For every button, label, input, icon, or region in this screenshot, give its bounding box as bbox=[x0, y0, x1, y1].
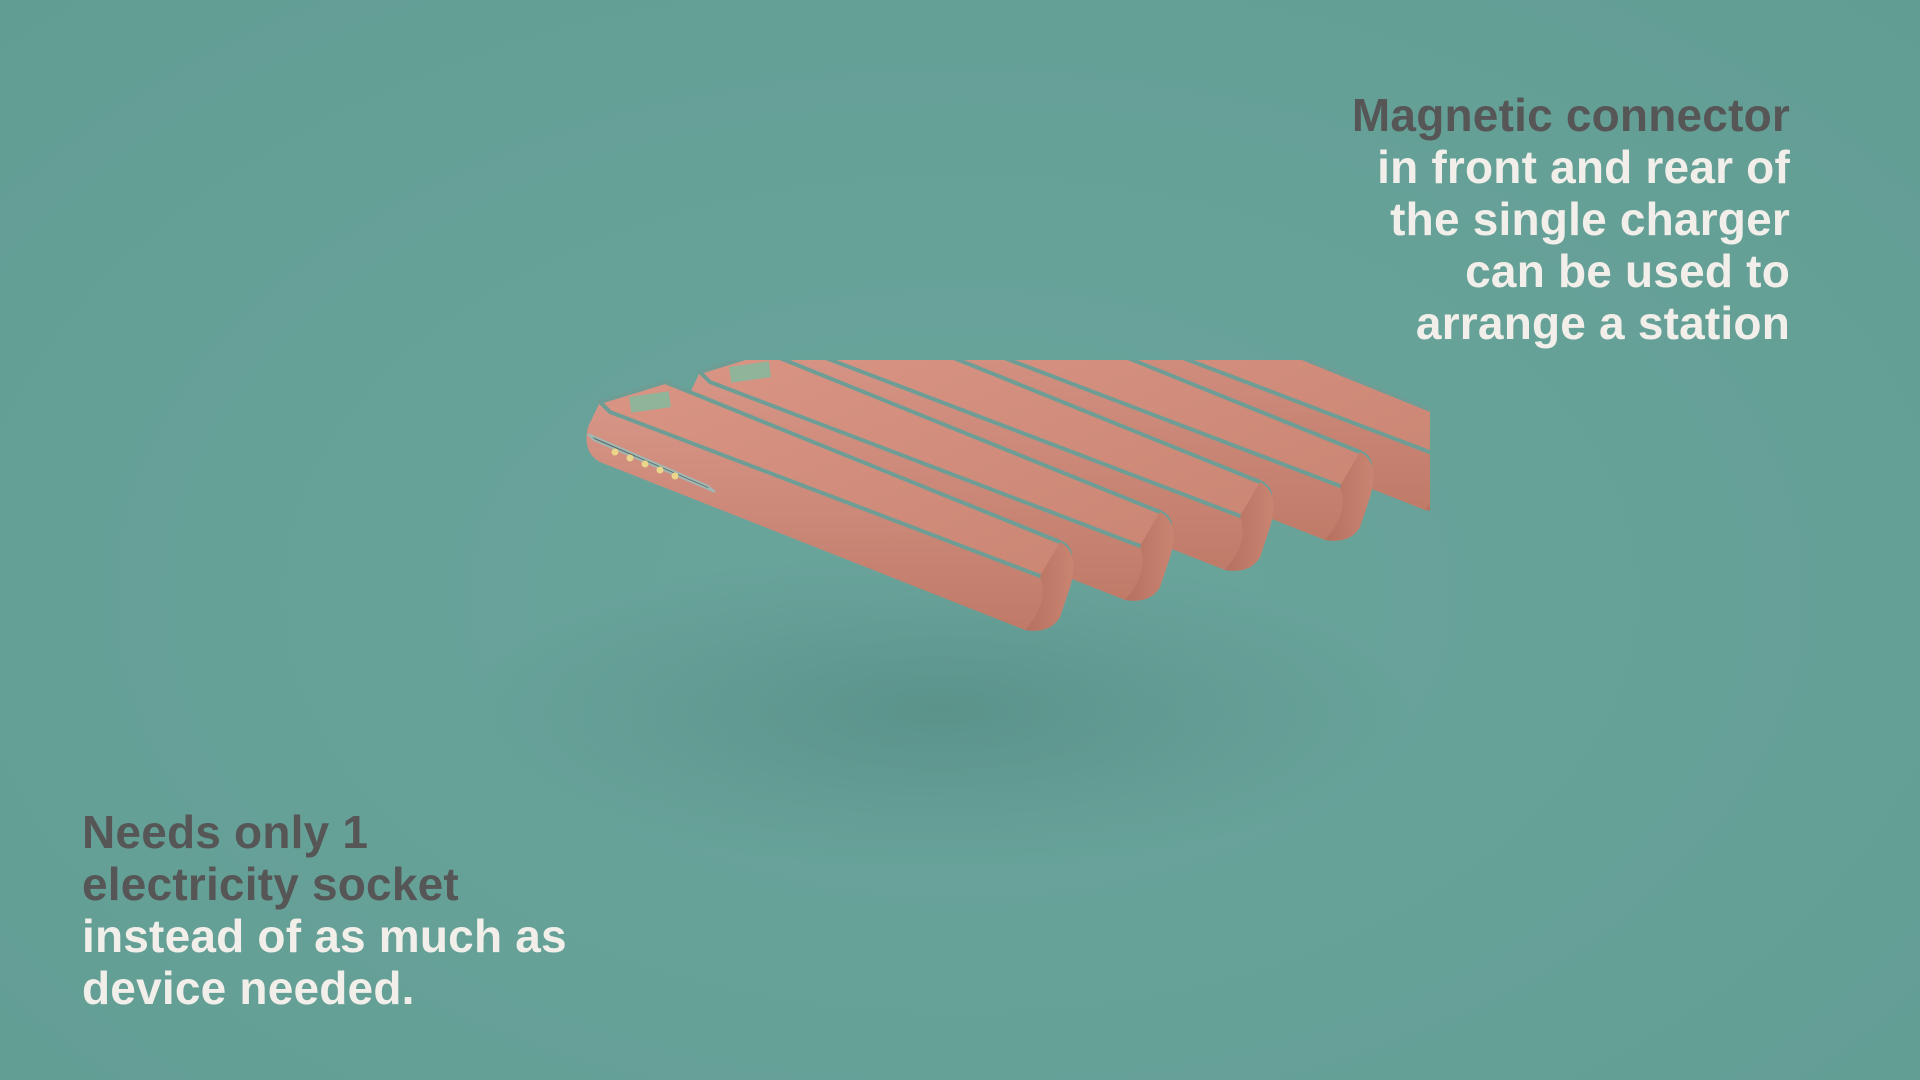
callout-right-line: Magnetic connector bbox=[1351, 89, 1790, 141]
connector-pin bbox=[656, 466, 664, 474]
magnetic-connector-callout: Magnetic connector in front and rear of … bbox=[1352, 89, 1790, 349]
connector-pin bbox=[611, 448, 619, 456]
magnetic-connector-strip bbox=[587, 433, 716, 493]
callout-left-line: Needs only 1 bbox=[82, 806, 369, 858]
callout-left-line: device needed. bbox=[82, 962, 415, 1014]
charger-module bbox=[586, 379, 1074, 631]
callout-left-line: instead of as much as bbox=[82, 910, 567, 962]
callout-left-line: electricity socket bbox=[82, 858, 459, 910]
callout-right-line: arrange a station bbox=[1415, 297, 1790, 349]
modular-charger-station-render bbox=[470, 360, 1430, 870]
callout-right-line: in front and rear of bbox=[1377, 141, 1790, 193]
product-shadow bbox=[470, 550, 1410, 870]
connector-pin bbox=[626, 454, 634, 462]
callout-right-line: the single charger bbox=[1390, 193, 1790, 245]
charger-station-render bbox=[470, 360, 1430, 880]
connector-pin bbox=[641, 460, 649, 468]
single-socket-callout: Needs only 1 electricity socket instead … bbox=[82, 806, 567, 1014]
connector-pin bbox=[671, 472, 679, 480]
callout-right-line: can be used to bbox=[1465, 245, 1790, 297]
